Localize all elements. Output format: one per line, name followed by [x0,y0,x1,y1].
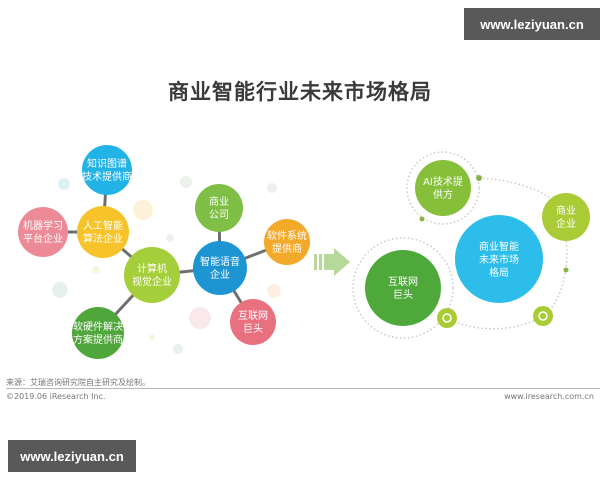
node-center-landscape: 商业智能 未来市场 格局 [455,215,543,303]
page-title: 商业智能行业未来市场格局 [168,80,432,104]
node-right-internet-giant: 互联网 巨头 [365,250,441,326]
svg-text:商业: 商业 [209,195,229,208]
svg-text:AI技术提: AI技术提 [423,175,463,188]
decorative-bubbles [52,176,281,354]
svg-text:供方: 供方 [433,188,453,201]
svg-text:互联网: 互联网 [238,310,268,322]
svg-text:公司: 公司 [209,210,229,221]
node-ai-algorithm: 人工智能 算法企业 [77,206,129,258]
node-knowledge-graph: 知识图谱 技术提供商 [82,145,132,195]
svg-text:计算机: 计算机 [137,262,167,275]
svg-text:知识图谱: 知识图谱 [87,157,127,170]
svg-text:视觉企业: 视觉企业 [132,275,172,288]
node-business-enterprise: 商业 企业 [542,193,590,241]
node-ai-tech-provider: AI技术提 供方 [415,160,471,216]
node-business-company: 商业 公司 [195,184,243,232]
svg-text:格局: 格局 [489,266,509,279]
node-voice: 智能语音 企业 [193,241,247,295]
accent-ring-left [437,308,457,328]
watermark-top: www.leziyuan.cn [464,8,600,40]
svg-text:商业智能: 商业智能 [479,240,519,253]
svg-text:智能语音: 智能语音 [200,255,240,268]
node-hardware-solutions: 软硬件解决 方案提供商 [72,307,124,359]
node-machine-learning: 机器学习 平台企业 [18,207,68,257]
svg-text:软硬件解决: 软硬件解决 [73,320,123,333]
svg-text:算法企业: 算法企业 [83,232,123,245]
svg-text:未来市场: 未来市场 [479,253,519,266]
arrow-right-icon [314,248,350,276]
svg-text:提供商: 提供商 [272,242,302,255]
market-landscape-diagram: 知识图谱 技术提供商 机器学习 平台企业 人工智能 算法企业 计算机 视觉企业 … [18,145,590,359]
svg-text:互联网: 互联网 [388,276,418,288]
svg-text:软件系统: 软件系统 [267,229,307,242]
svg-text:方案提供商: 方案提供商 [73,333,123,346]
node-internet-giant: 互联网 巨头 [230,299,276,345]
accent-ring-right [533,306,553,326]
svg-text:机器学习: 机器学习 [23,219,63,232]
copyright: ©2019.06 iResearch Inc. [6,392,106,401]
svg-text:企业: 企业 [556,217,576,230]
watermark-bottom: www.leziyuan.cn [8,440,136,472]
node-computer-vision: 计算机 视觉企业 [124,247,180,303]
site-url: www.iresearch.com.cn [504,392,594,401]
orbit-dots [419,175,569,273]
svg-text:人工智能: 人工智能 [83,219,123,232]
footer-divider [6,388,600,389]
svg-text:技术提供商: 技术提供商 [82,170,132,183]
svg-text:企业: 企业 [210,268,230,281]
svg-text:平台企业: 平台企业 [23,232,63,245]
svg-text:商业: 商业 [556,204,576,217]
node-software-system: 软件系统 提供商 [264,219,310,265]
source-note: 来源：艾瑞咨询研究院自主研究及绘制。 [6,378,150,387]
svg-text:巨头: 巨头 [243,323,263,335]
svg-text:巨头: 巨头 [393,289,413,301]
